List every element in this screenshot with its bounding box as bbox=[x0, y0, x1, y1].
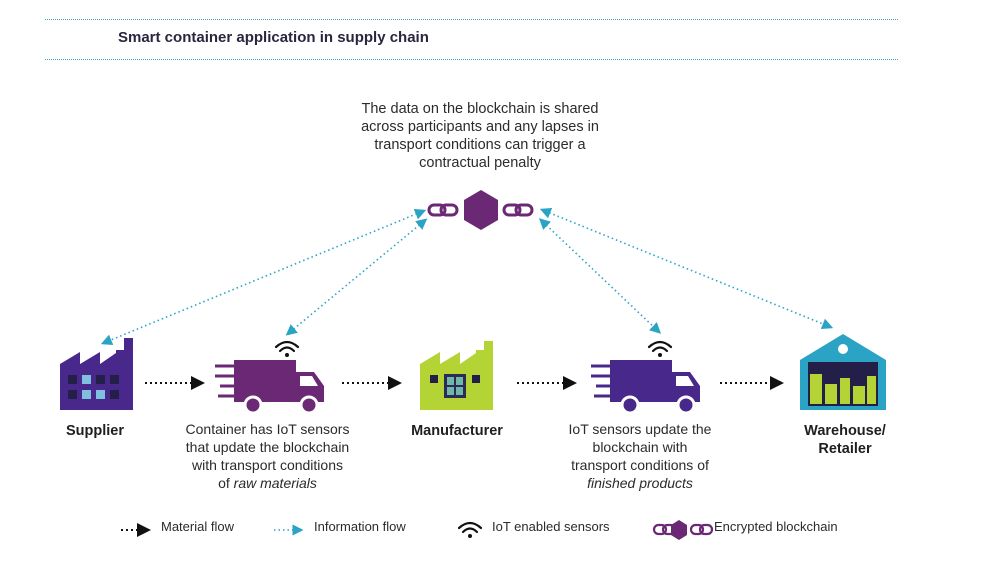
note-line: across participants and any lapses in bbox=[361, 119, 599, 135]
manufacturer-label: Manufacturer bbox=[411, 423, 503, 439]
legend-blockchain-label: Encrypted blockchain bbox=[714, 519, 838, 534]
supplier-label: Supplier bbox=[65, 423, 124, 439]
desc-italic: finished products bbox=[587, 475, 693, 491]
warehouse-icon bbox=[800, 334, 886, 410]
info-flow-supplier bbox=[100, 208, 427, 346]
warehouse-label-line2: Retailer bbox=[818, 441, 872, 457]
legend-material-flow-label: Material flow bbox=[161, 519, 234, 534]
info-flow-warehouse bbox=[539, 207, 834, 330]
top-rule bbox=[45, 19, 898, 20]
desc-line: blockchain with bbox=[592, 439, 688, 455]
information-flow-lines bbox=[100, 207, 834, 346]
warehouse-label-line1: Warehouse/ bbox=[804, 423, 886, 439]
truck-raw-materials-icon bbox=[215, 340, 324, 415]
info-flow-truck2 bbox=[538, 218, 662, 334]
blockchain-note: The data on the blockchain is shared acr… bbox=[330, 100, 630, 172]
note-line: The data on the blockchain is shared bbox=[361, 101, 599, 117]
blockchain-icon bbox=[427, 190, 534, 230]
desc-line: Container has IoT sensors bbox=[185, 421, 350, 437]
desc-line: transport conditions of bbox=[571, 457, 709, 473]
diagram-title: Smart container application in supply ch… bbox=[118, 29, 429, 46]
desc-line: with transport conditions bbox=[192, 457, 343, 473]
legend-iot-sensors-label: IoT enabled sensors bbox=[492, 519, 610, 534]
note-line: contractual penalty bbox=[419, 155, 541, 171]
warehouse-retailer-label: Warehouse/ Retailer bbox=[790, 422, 900, 458]
desc-prefix: of bbox=[218, 475, 234, 491]
legend-wifi-icon bbox=[457, 521, 483, 540]
note-line: transport conditions can trigger a bbox=[374, 137, 586, 153]
truck2-description: IoT sensors update the blockchain with t… bbox=[545, 420, 735, 492]
desc-italic: raw materials bbox=[233, 475, 317, 491]
desc-line: IoT sensors update the bbox=[568, 421, 712, 437]
info-flow-truck1 bbox=[285, 218, 428, 336]
title-rule bbox=[45, 59, 898, 60]
legend-information-flow-label: Information flow bbox=[314, 519, 406, 534]
legend-blockchain-icon bbox=[652, 520, 714, 540]
desc-line: finished products bbox=[545, 474, 735, 492]
truck1-description: Container has IoT sensors that update th… bbox=[170, 420, 365, 492]
desc-line: that update the blockchain bbox=[185, 439, 350, 455]
legend-icons bbox=[121, 520, 714, 540]
desc-line: of raw materials bbox=[170, 474, 365, 492]
manufacturer-factory-icon bbox=[420, 341, 493, 410]
truck-finished-products-icon bbox=[591, 340, 700, 415]
supplier-factory-icon bbox=[60, 338, 133, 410]
